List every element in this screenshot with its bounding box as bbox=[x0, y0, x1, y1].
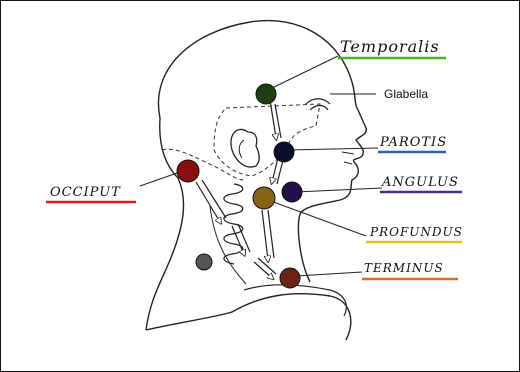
label-parotis: PAROTIS bbox=[379, 135, 447, 150]
ear bbox=[231, 129, 259, 167]
label-angulus: ANGULUS bbox=[381, 175, 459, 190]
node-terminus bbox=[280, 268, 300, 288]
mouth bbox=[342, 152, 354, 164]
node-gray bbox=[196, 254, 212, 270]
label-terminus: TERMINUS bbox=[364, 261, 444, 275]
node-temporalis bbox=[256, 84, 276, 104]
parotid-dashed-region bbox=[214, 104, 320, 176]
shoulder-outline bbox=[146, 294, 351, 340]
head-outline bbox=[158, 21, 366, 282]
label-glabella: Glabella bbox=[384, 87, 428, 101]
occipital-dashed-region bbox=[162, 149, 244, 180]
ear-inner bbox=[239, 140, 244, 158]
cervical-chain-squiggle bbox=[224, 184, 243, 264]
node-profundus bbox=[253, 187, 275, 209]
node-angulus bbox=[282, 182, 302, 202]
node-occiput bbox=[177, 160, 199, 182]
label-profundus: PROFUNDUS bbox=[369, 225, 463, 239]
node-parotis bbox=[274, 142, 294, 162]
label-occiput: OCCIPUT bbox=[50, 185, 121, 200]
label-temporalis: Temporalis bbox=[340, 37, 440, 56]
